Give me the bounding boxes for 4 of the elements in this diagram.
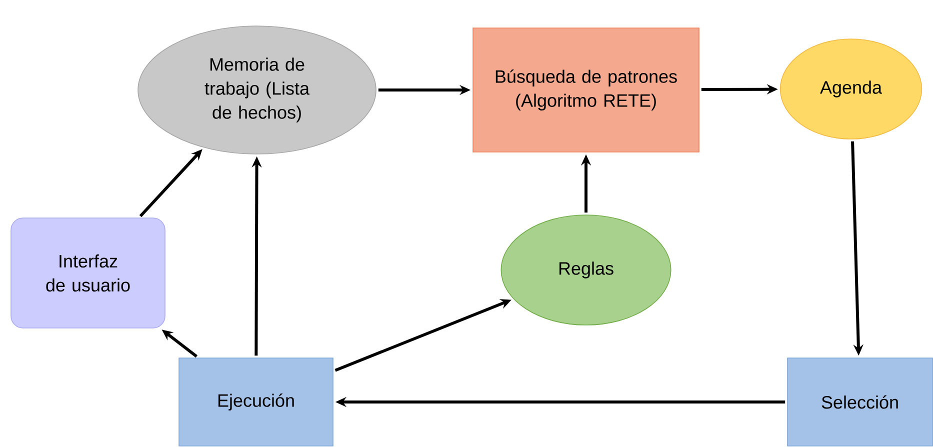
interface-box: Interfaz de usuario (10, 218, 166, 328)
process-box: Ejecución (178, 358, 334, 446)
process-box: Selección (787, 358, 933, 446)
process-box: Búsqueda de patrones (Algoritmo RETE) (472, 28, 700, 152)
